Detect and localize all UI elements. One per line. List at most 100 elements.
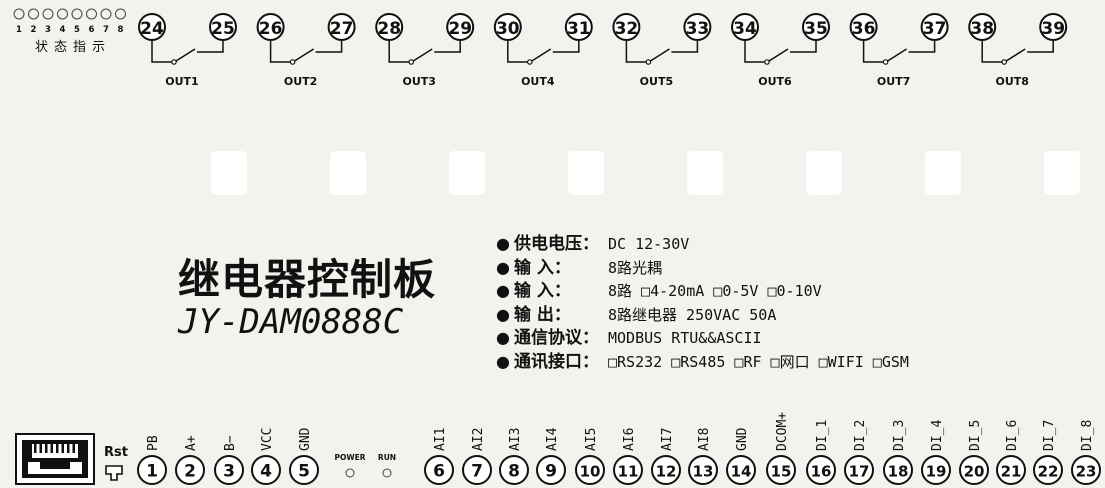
relay-terminal-number: 27 [330,19,354,39]
io-terminal-label: DI_7 [1042,420,1057,451]
io-terminal-number: 7 [471,462,483,482]
io-terminal-label: DI_5 [968,420,983,451]
relay-wire [315,40,343,53]
status-led-number: 7 [103,25,109,35]
relay-terminal-number: 36 [852,19,876,39]
relay-wire [388,40,410,63]
relay-terminal-number: 26 [259,19,283,39]
io-terminal-number: 21 [1001,463,1022,481]
spec-value: 8路继电器 250VAC 50A [608,305,777,324]
relay-terminal-number: 31 [567,19,591,39]
relay-contact [171,59,177,65]
relay-wire [1027,40,1054,53]
io-terminal-number: 4 [260,462,272,482]
io-terminal [688,455,718,485]
spec-value: 8路光耦 [608,258,663,277]
io-terminal-label: DI_1 [815,420,830,451]
rj45-pin [67,444,70,453]
io-terminal-label: DI_2 [853,420,868,451]
board-title: 继电器控制板 [178,255,437,304]
io-terminal-label: AI1 [433,428,448,451]
io-terminal-number: 9 [545,462,557,482]
relay-terminal-number: 39 [1041,19,1065,39]
relay-output-label: OUT5 [640,75,673,88]
board-model: JY-DAM0888C [178,302,404,342]
spec-value: 8路 □4-20mA □0-5V □0-10V [608,282,822,301]
bullet-icon: ● [496,328,510,348]
status-led-number: 3 [45,25,51,35]
relay-wire [744,40,765,63]
io-terminal [424,455,454,485]
io-terminal-label: B− [223,435,238,451]
io-terminal-number: 3 [223,462,235,482]
relay-output-label: OUT1 [165,75,198,88]
status-led-number: 5 [74,25,80,35]
relay-window [568,151,604,195]
io-terminal [175,455,205,485]
io-terminal [959,455,989,485]
io-terminal-label: AI6 [622,428,637,451]
rj45-pin [34,444,37,453]
spec-value: □RS232 □RS485 □RF □网口 □WIFI □GSM [608,352,909,371]
rj45-pin-window [32,444,78,458]
relay-terminal-number: 37 [923,19,947,39]
io-terminal-number: 16 [811,463,832,481]
status-indicator-label: 状态指示 [35,40,112,55]
io-terminal [996,455,1026,485]
spec-label: 输 入： [514,281,571,302]
spec-row: ●输 入：8路 □4-20mA □0-5V □0-10V [496,279,909,303]
io-terminal [806,455,836,485]
io-terminal [251,455,281,485]
io-terminal [766,455,796,485]
relay-terminal-number: 29 [448,19,472,39]
status-led [115,8,126,20]
io-terminal [883,455,913,485]
relay-switch-arm [1005,48,1026,62]
relay-terminal-number: 38 [970,19,994,39]
status-led-number: 4 [60,25,66,35]
reset-label: Rst [104,445,128,460]
relay-wire [151,40,172,63]
io-terminal [214,455,244,485]
relay-wire [790,40,817,53]
io-terminal [1033,455,1063,485]
relay-switch-arm [887,48,908,62]
bullet-icon: ● [496,234,510,253]
rj45-pin [45,444,48,453]
status-led-number: 2 [31,25,37,35]
relay-switch-arm [649,48,670,62]
relay-switch-arm [412,48,433,62]
relay-output-label: OUT2 [284,75,317,88]
relay-terminal-number: 33 [686,19,710,39]
relay-terminal-number: 28 [377,19,401,39]
relay-output-label: OUT4 [521,75,555,88]
spec-row: ●通信协议：MODBUS RTU&&ASCII [496,326,909,350]
rj45-pin [72,444,75,453]
rj45-pin [61,444,64,453]
io-terminal-number: 14 [731,463,752,481]
relay-switch-arm [531,48,552,62]
relay-output-label: OUT3 [402,75,435,88]
io-terminal-label: DCOM+ [775,412,790,451]
relay-terminal-number: 32 [615,19,639,39]
run-led-label: RUN [378,453,396,462]
io-terminal [613,455,643,485]
relay-terminal-number: 30 [496,19,520,39]
relay-switch-arm [294,48,315,62]
status-led [42,8,54,20]
relay-contact [645,59,652,65]
status-led [71,8,83,20]
io-terminal-number: 8 [508,462,520,482]
power-led-label: POWER [334,453,365,462]
spec-label: 输 出： [514,304,571,325]
status-led [13,8,25,20]
io-terminal-label: DI_6 [1005,420,1020,451]
io-terminal-label: AI8 [697,428,712,451]
relay-switch-arm [175,48,196,62]
io-terminal [1071,455,1101,485]
io-terminal-label: AI4 [545,427,560,451]
spec-row: ●通讯接口：□RS232 □RS485 □RF □网口 □WIFI □GSM [496,350,909,374]
io-terminal-label: AI5 [584,428,599,451]
io-terminal [462,455,492,485]
io-terminal-number: 19 [926,463,947,481]
